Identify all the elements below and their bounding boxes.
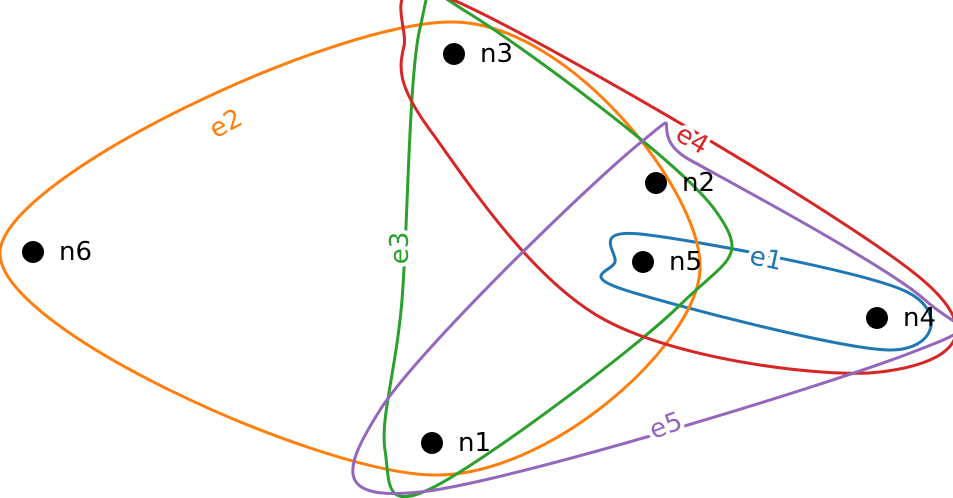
node-dot-n4 (866, 307, 888, 329)
hyperedge-outline-e4 (399, 0, 953, 375)
hyperedge-outline-e2 (0, 20, 702, 477)
node-label-n5: n5 (669, 247, 702, 277)
node-n1: n1 (421, 428, 491, 458)
node-label-n1: n1 (458, 428, 491, 458)
node-dot-n2 (645, 172, 667, 194)
node-n3: n3 (443, 39, 513, 69)
node-n2: n2 (645, 168, 715, 198)
hyperedge-outline-e5 (351, 121, 953, 495)
node-label-n6: n6 (59, 237, 92, 267)
node-label-n2: n2 (682, 168, 715, 198)
nodes-layer: n1 n2 n3 n4 n5 n6 (22, 39, 936, 458)
node-dot-n6 (22, 241, 44, 263)
node-n6: n6 (22, 237, 92, 267)
node-dot-n1 (421, 432, 443, 454)
hyperedge-outline-e3 (382, 0, 734, 498)
node-label-n4: n4 (903, 303, 936, 333)
node-label-n3: n3 (480, 39, 513, 69)
hyperedge-outline-e1 (599, 231, 933, 352)
hyperedge-label-e1: e1 (747, 241, 785, 277)
node-dot-n5 (632, 251, 654, 273)
hyperedge-label-e4: e4 (670, 119, 713, 161)
hyperedge-label-e3: e3 (385, 232, 415, 265)
node-n4: n4 (866, 303, 936, 333)
node-dot-n3 (443, 43, 465, 65)
hyperedge-label-e2: e2 (205, 103, 248, 145)
node-n5: n5 (632, 247, 702, 277)
hyperedge-label-halo-e3: e3 (385, 232, 415, 265)
hyperedge-label-e5: e5 (646, 406, 687, 445)
